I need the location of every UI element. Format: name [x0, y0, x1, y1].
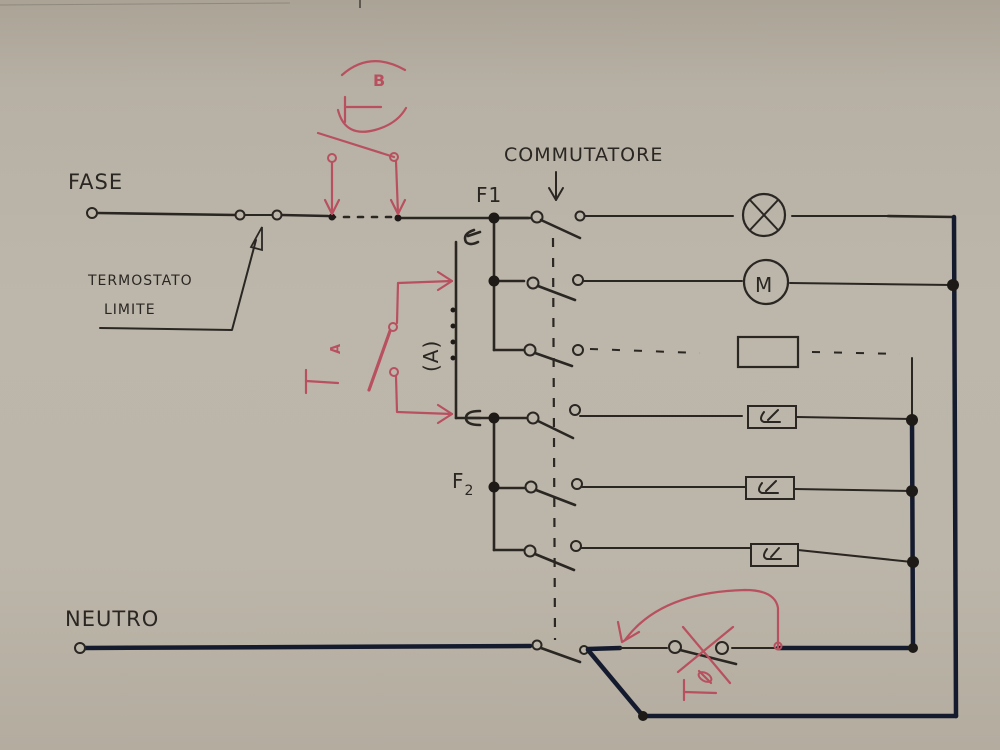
- f1-label: F1: [476, 183, 502, 207]
- connector-socket-icon: [464, 409, 482, 427]
- fase-terminal: [86, 207, 98, 219]
- tb-subscript: B: [373, 71, 385, 90]
- thermostat-td-crossed: [616, 588, 783, 702]
- commutatore-switches: [523, 210, 589, 664]
- fase-line: [86, 207, 530, 222]
- neutro-label: NEUTRO: [65, 607, 159, 631]
- termostato-limite-contact-right: [271, 209, 283, 221]
- empty-load-box: [736, 335, 800, 369]
- load-row-heater-1: [579, 405, 913, 429]
- neutro-line: [74, 642, 533, 654]
- svg-text:M: M: [755, 273, 773, 297]
- lamp-icon: [741, 192, 787, 238]
- heating-element-icon: [750, 543, 799, 567]
- termostato-label-line1: TERMOSTATO: [87, 273, 193, 289]
- arrow-head-icon: [249, 226, 263, 252]
- heating-element-icon: [747, 405, 797, 429]
- termostato-limite-contact-left: [234, 209, 246, 221]
- paper-edge-line: [0, 2, 291, 6]
- connector-socket-icon: [463, 228, 482, 246]
- neutro-terminal: [74, 642, 86, 654]
- load-row-heater-2: [581, 476, 913, 500]
- commutatore-linkage: [551, 237, 557, 641]
- outer-return-bus: [951, 214, 959, 719]
- fase-label: FASE: [68, 170, 123, 194]
- motor-icon: M: [742, 258, 790, 306]
- f1-bus: [488, 212, 532, 352]
- load-row-motor: M: [582, 258, 953, 306]
- f2-bus: [488, 412, 530, 552]
- termostato-label-line2: LIMITE: [104, 302, 156, 318]
- load-row-optional: [589, 335, 901, 369]
- a-bridge-label: (A): [419, 340, 443, 372]
- neutral-return-path: [585, 643, 959, 721]
- thermostat-tb: B: [316, 60, 408, 216]
- f2-label: F2: [452, 469, 474, 499]
- ta-subscript: A: [329, 344, 344, 354]
- termostato-limite-annotation: TERMOSTATO LIMITE: [87, 226, 263, 331]
- commutatore-label: COMMUTATORE: [504, 144, 663, 166]
- load-row-heater-3: [580, 543, 913, 567]
- heating-element-icon: [745, 476, 795, 500]
- load-row-lamp: [584, 192, 956, 238]
- commutatore-arrow-icon: [548, 171, 564, 201]
- heater-return-bus: [909, 415, 916, 651]
- thermostat-ta: A: [304, 270, 454, 425]
